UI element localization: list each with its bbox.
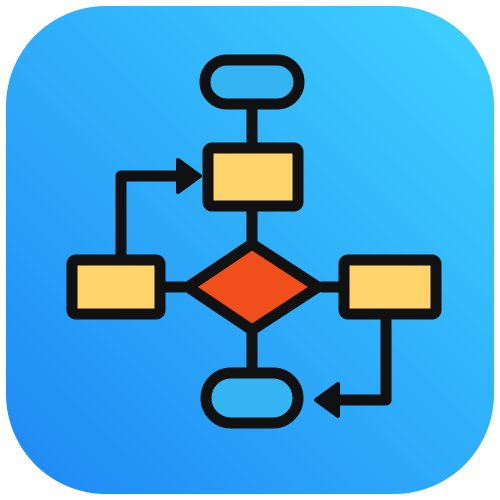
loop-left-to-process (115, 170, 194, 264)
arrowhead-right-icon (176, 158, 202, 194)
decision-diamond (182, 238, 324, 336)
arrowhead-left-icon (314, 382, 340, 418)
process-box-left (66, 254, 166, 320)
loop-right-to-end (322, 309, 392, 406)
end-terminal-shape (200, 367, 304, 429)
process-box-top (202, 142, 304, 212)
flowchart-glyph (66, 54, 442, 429)
start-terminal-shape (199, 54, 305, 110)
process-box-right (338, 254, 442, 320)
